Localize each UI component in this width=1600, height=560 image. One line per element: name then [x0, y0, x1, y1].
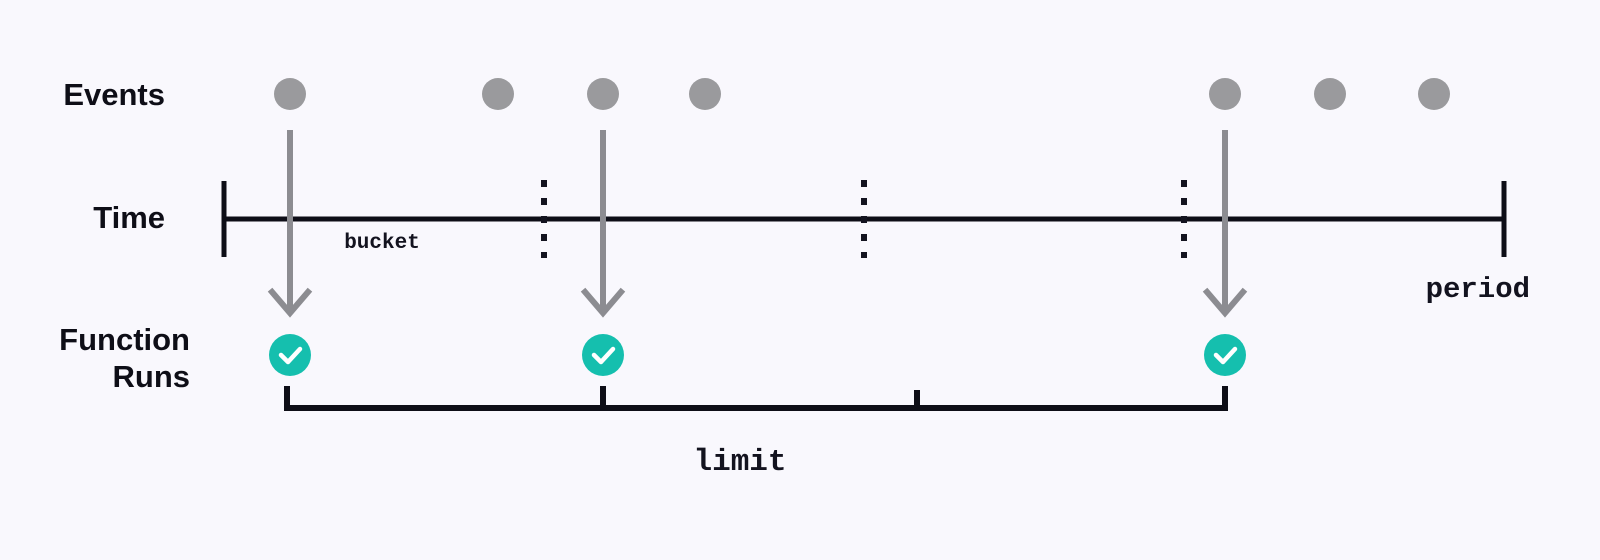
event-dot-2[interactable] — [482, 78, 514, 110]
event-dot-5[interactable] — [1209, 78, 1241, 110]
bucket-dividers — [541, 180, 1187, 258]
function-runs-row-label-line1: Function — [59, 322, 190, 357]
trigger-arrow-1 — [267, 130, 313, 318]
event-dots — [274, 78, 1450, 110]
trigger-arrow-3 — [1202, 130, 1248, 318]
function-run-marker-3[interactable] — [1204, 334, 1246, 376]
function-run-marker-1[interactable] — [269, 334, 311, 376]
function-run-markers — [269, 334, 1246, 376]
event-dot-1[interactable] — [274, 78, 306, 110]
check-icon — [591, 346, 616, 365]
event-dot-4[interactable] — [689, 78, 721, 110]
trigger-arrow-2 — [580, 130, 626, 318]
run-success-circle — [1204, 334, 1246, 376]
run-success-circle — [269, 334, 311, 376]
check-icon — [1213, 346, 1238, 365]
event-dot-3[interactable] — [587, 78, 619, 110]
trigger-arrows — [267, 130, 1248, 318]
limit-bracket — [284, 386, 1228, 411]
period-label: period — [1426, 273, 1530, 306]
event-dot-6[interactable] — [1314, 78, 1346, 110]
run-success-circle — [582, 334, 624, 376]
time-row-label: Time — [93, 200, 165, 235]
function-runs-row-label-line2: Runs — [113, 359, 191, 394]
function-run-marker-2[interactable] — [582, 334, 624, 376]
check-icon — [278, 346, 303, 365]
bucket-label: bucket — [344, 232, 420, 255]
events-row-label: Events — [63, 77, 165, 112]
event-dot-7[interactable] — [1418, 78, 1450, 110]
limit-label: limit — [693, 445, 786, 480]
